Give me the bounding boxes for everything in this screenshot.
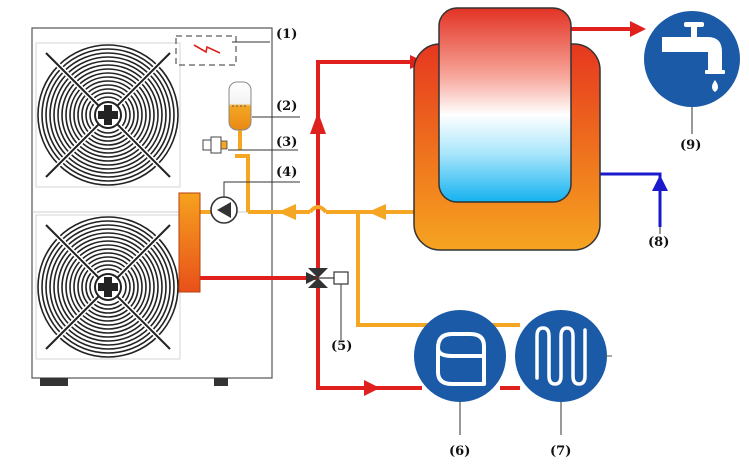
circulation-pump-icon: [210, 196, 238, 224]
safety-valve-icon: [202, 136, 228, 154]
flow-arrow-right-icon: [630, 21, 646, 37]
label-7: (7): [550, 444, 571, 459]
label-4: (4): [276, 165, 297, 180]
control-box: [175, 35, 237, 66]
label-2: (2): [276, 99, 297, 114]
fan-icon: [35, 42, 181, 188]
underfloor-heating-emitter: [515, 310, 607, 402]
label-9: (9): [680, 138, 701, 153]
three-way-valve-icon: [306, 268, 349, 288]
domestic-hot-water-outlet: [644, 11, 740, 107]
expansion-vessel: [228, 81, 252, 131]
valve-actuator: [333, 271, 349, 285]
buffer-tank-emitter: [414, 310, 506, 402]
electric-spark-icon: [193, 44, 221, 54]
water-tap-icon: [662, 22, 725, 92]
leader-lines: [223, 41, 693, 435]
label-6: (6): [449, 444, 470, 459]
underfloor-heating-coil-icon: [535, 326, 587, 386]
flow-arrow-right-icon: [364, 380, 380, 396]
flow-arrow-left-icon: [368, 204, 386, 220]
storage-tank-icon: [413, 7, 601, 251]
storage-vessel-icon: [436, 332, 486, 386]
label-8: (8): [648, 235, 669, 250]
fan-icon: [35, 214, 181, 360]
flow-arrow-up-icon: [310, 112, 326, 134]
hot-flow-pipes: [200, 27, 632, 390]
label-1: (1): [276, 27, 297, 42]
label-3: (3): [276, 135, 297, 150]
flow-arrow-left-icon: [278, 204, 296, 220]
flow-arrow-up-icon: [652, 175, 668, 191]
heat-exchanger: [178, 192, 201, 293]
label-5: (5): [331, 339, 352, 354]
